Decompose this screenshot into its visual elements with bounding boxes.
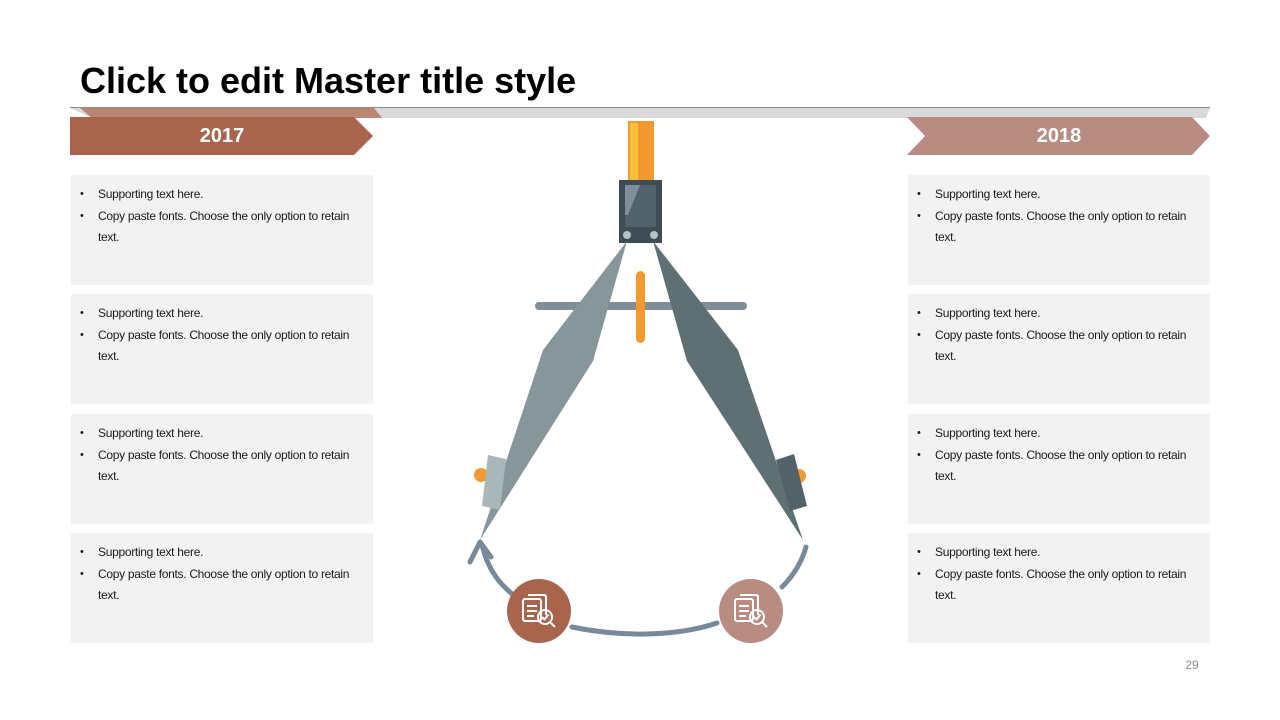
text-card-2018-3[interactable]: Supporting text here. Copy paste fonts. … xyxy=(908,414,1210,524)
bullet-list: Supporting text here. Copy paste fonts. … xyxy=(79,542,365,607)
year-banner-2018: 2018 xyxy=(907,117,1211,155)
bullet-list: Supporting text here. Copy paste fonts. … xyxy=(916,184,1202,249)
document-search-icon xyxy=(522,594,556,628)
bullet-item: Supporting text here. xyxy=(916,542,1202,564)
bullet-item: Supporting text here. xyxy=(79,303,365,325)
page-title[interactable]: Click to edit Master title style xyxy=(80,60,577,101)
bullet-item: Supporting text here. xyxy=(916,423,1202,445)
bullet-list: Supporting text here. Copy paste fonts. … xyxy=(79,184,365,249)
text-card-2018-2[interactable]: Supporting text here. Copy paste fonts. … xyxy=(908,294,1210,404)
bullet-item: Supporting text here. xyxy=(79,423,365,445)
text-card-2017-2[interactable]: Supporting text here. Copy paste fonts. … xyxy=(71,294,373,404)
bullet-item: Supporting text here. xyxy=(79,184,365,206)
text-card-2017-3[interactable]: Supporting text here. Copy paste fonts. … xyxy=(71,414,373,524)
bullet-item: Supporting text here. xyxy=(916,303,1202,325)
bullet-list: Supporting text here. Copy paste fonts. … xyxy=(916,303,1202,368)
page-number: 29 xyxy=(1185,658,1199,672)
bullet-item: Supporting text here. xyxy=(79,542,365,564)
text-card-2017-1[interactable]: Supporting text here. Copy paste fonts. … xyxy=(71,175,373,285)
bullet-list: Supporting text here. Copy paste fonts. … xyxy=(79,423,365,488)
bullet-list: Supporting text here. Copy paste fonts. … xyxy=(916,423,1202,488)
cycle-arc-bottom xyxy=(569,620,720,637)
year-label-2017: 2017 xyxy=(199,125,245,147)
drawing-compass-icon xyxy=(467,121,809,643)
year-banner-2017: 2017 xyxy=(70,117,374,155)
badge-2017 xyxy=(507,579,571,643)
document-search-icon xyxy=(734,594,768,628)
bullet-item: Copy paste fonts. Choose the only option… xyxy=(79,564,365,607)
badge-2018 xyxy=(719,579,783,643)
bullet-item: Copy paste fonts. Choose the only option… xyxy=(79,325,365,368)
bullet-item: Copy paste fonts. Choose the only option… xyxy=(916,445,1202,488)
bullet-item: Supporting text here. xyxy=(916,184,1202,206)
cycle-arc-right xyxy=(779,544,809,590)
bullet-item: Copy paste fonts. Choose the only option… xyxy=(916,564,1202,607)
text-card-2018-4[interactable]: Supporting text here. Copy paste fonts. … xyxy=(908,533,1210,643)
cycle-arc-left xyxy=(479,542,519,600)
year-label-2018: 2018 xyxy=(1036,125,1082,147)
bullet-list: Supporting text here. Copy paste fonts. … xyxy=(79,303,365,368)
title-rule xyxy=(70,107,1210,108)
arrow-head-icon xyxy=(467,539,494,565)
bullet-item: Copy paste fonts. Choose the only option… xyxy=(916,325,1202,368)
text-card-2018-1[interactable]: Supporting text here. Copy paste fonts. … xyxy=(908,175,1210,285)
title-underline-band xyxy=(70,108,1210,118)
bullet-item: Copy paste fonts. Choose the only option… xyxy=(79,206,365,249)
compass-right-leg xyxy=(653,241,803,540)
bullet-list: Supporting text here. Copy paste fonts. … xyxy=(916,542,1202,607)
bullet-item: Copy paste fonts. Choose the only option… xyxy=(79,445,365,488)
text-card-2017-4[interactable]: Supporting text here. Copy paste fonts. … xyxy=(71,533,373,643)
compass-left-leg xyxy=(480,241,627,540)
bullet-item: Copy paste fonts. Choose the only option… xyxy=(916,206,1202,249)
